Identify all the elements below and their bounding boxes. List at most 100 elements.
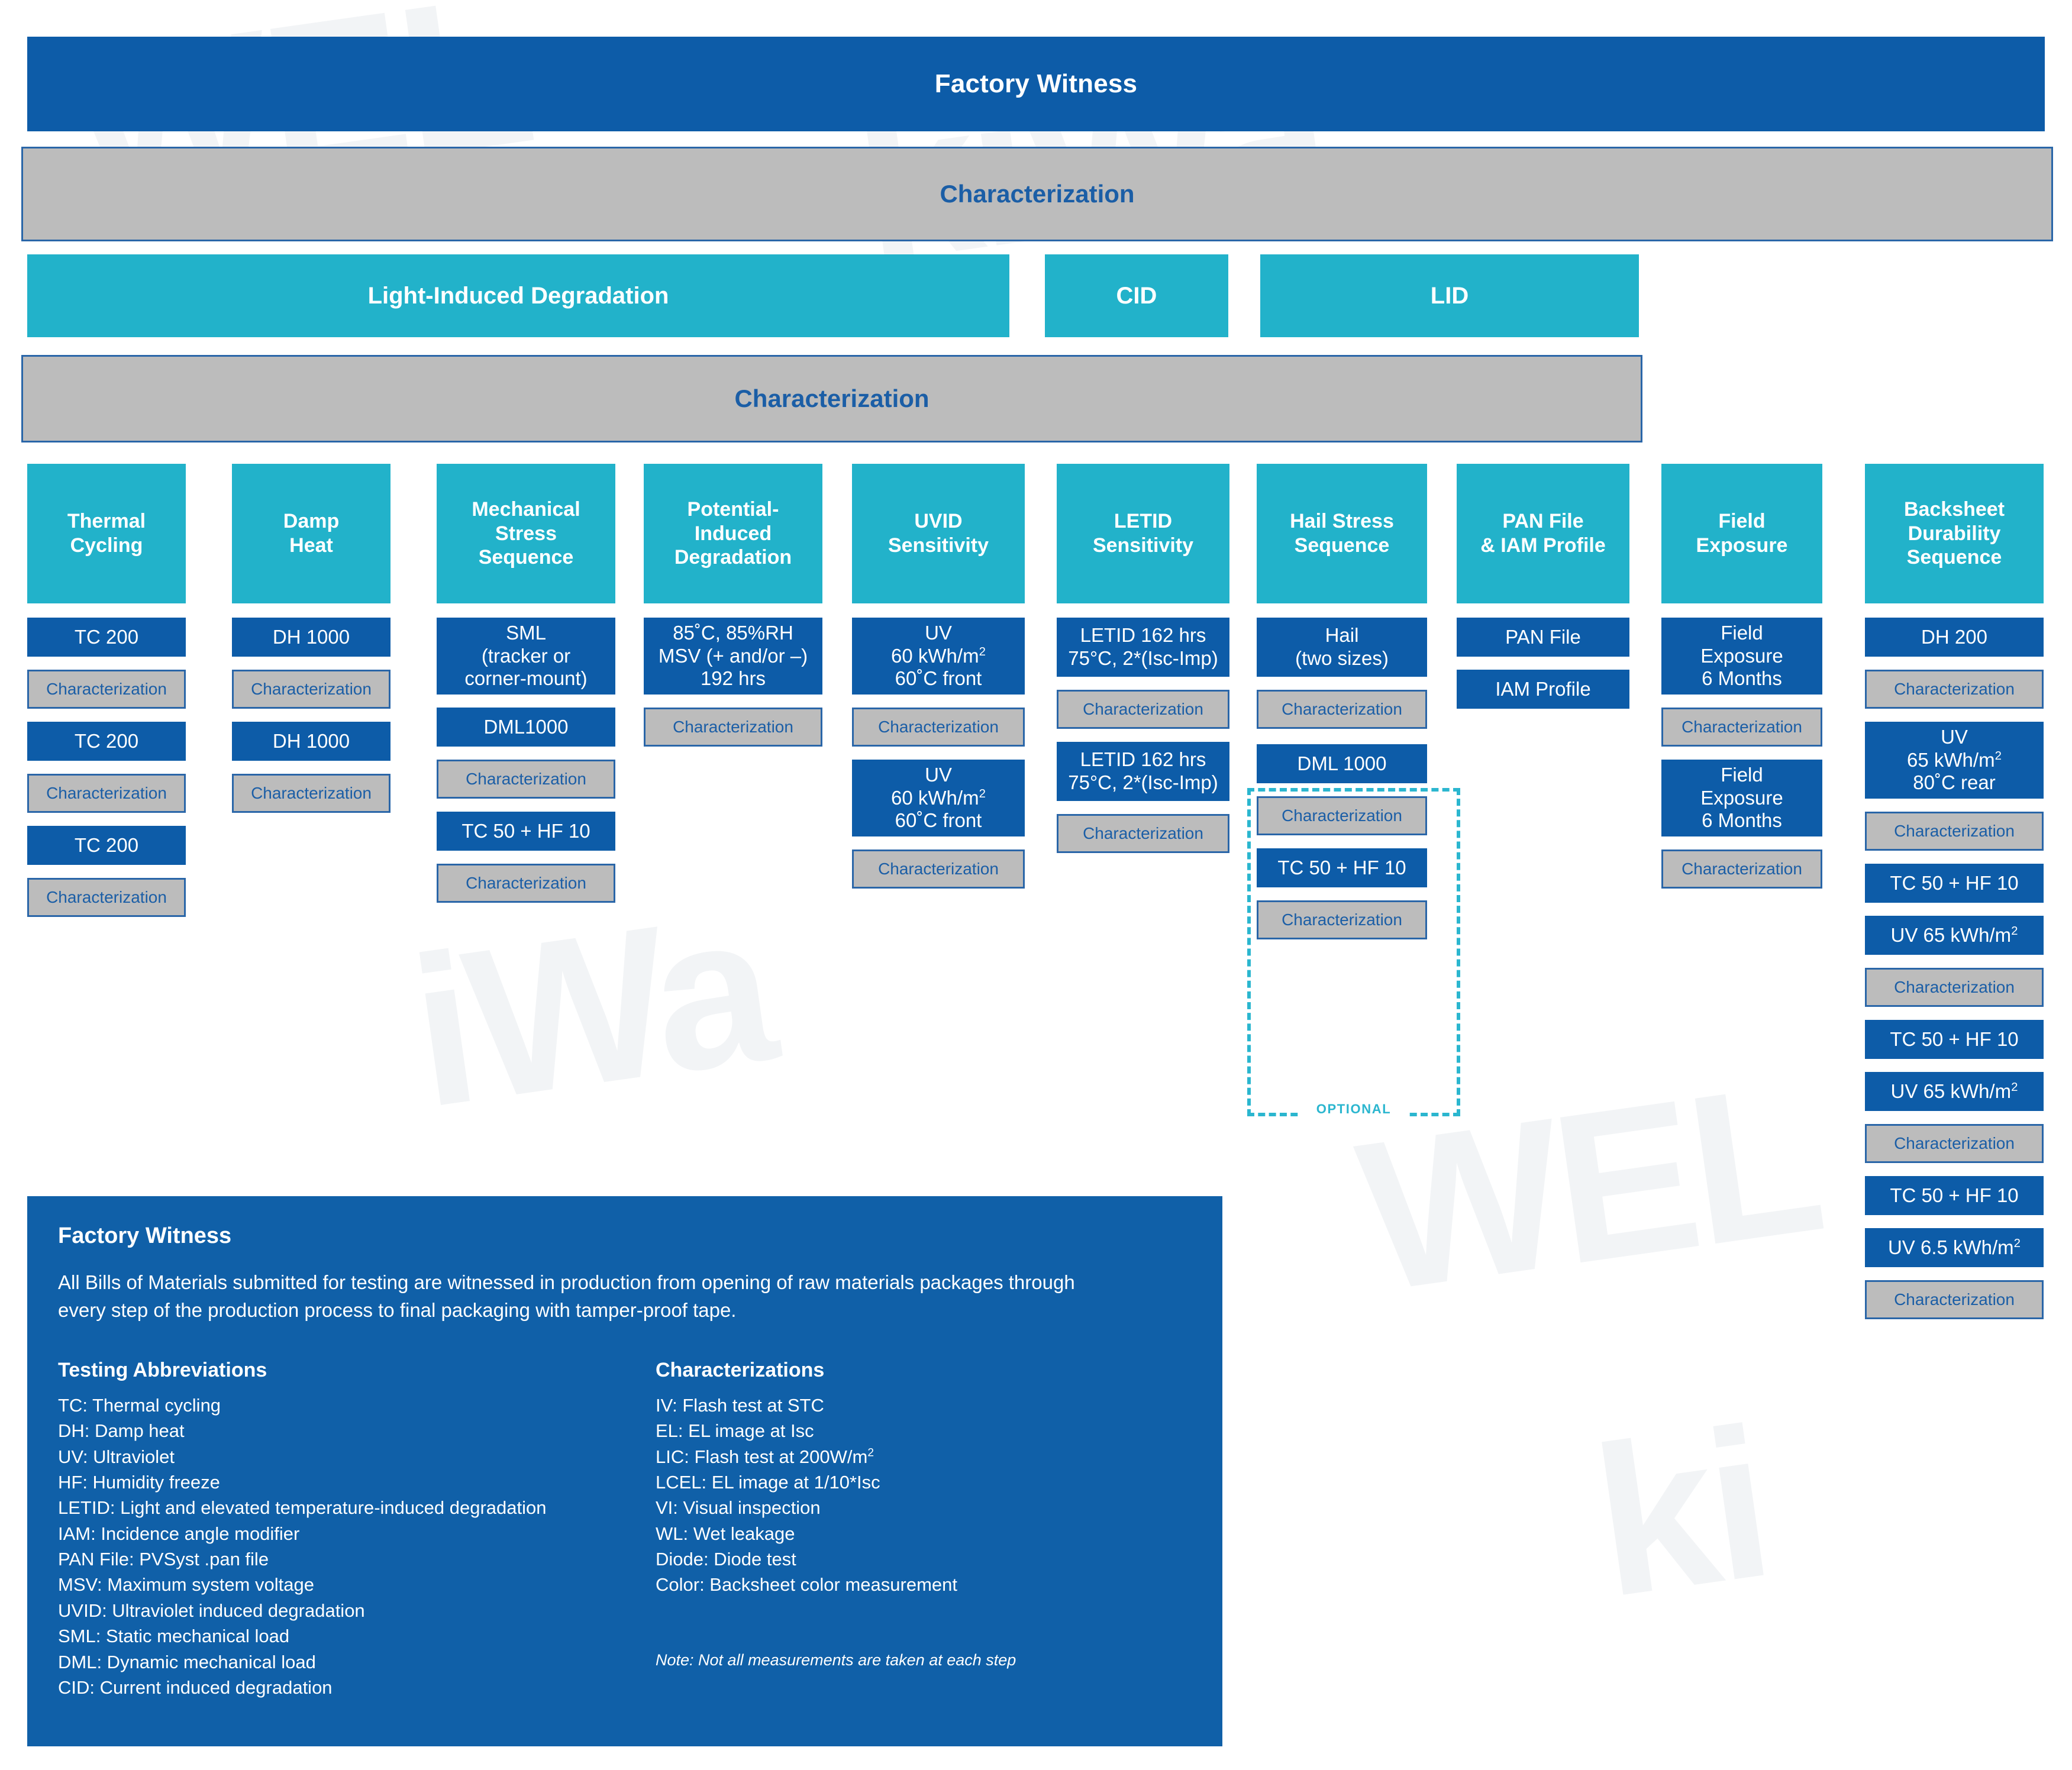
watermark-text: iWa: [399, 867, 782, 1152]
optional-label: OPTIONAL: [1300, 1102, 1407, 1117]
characterization-step[interactable]: Characterization: [27, 774, 186, 813]
characterization-step[interactable]: Characterization: [1865, 812, 2044, 851]
characterization-step[interactable]: Characterization: [232, 670, 390, 709]
legend-abbrev-item: PAN File: PVSyst .pan file: [58, 1549, 269, 1570]
legend-char-item: LIC: Flash test at 200W/m2: [656, 1446, 874, 1467]
test-step[interactable]: TC 50 + HF 10: [1865, 1176, 2044, 1215]
test-step[interactable]: DML1000: [437, 708, 615, 747]
legend-char-heading: Characterizations: [656, 1358, 825, 1381]
legend-char-item: Color: Backsheet color measurement: [656, 1574, 958, 1595]
test-step[interactable]: TC 50 + HF 10: [1865, 1020, 2044, 1059]
test-step[interactable]: UV 65 kWh/m2: [1865, 1072, 2044, 1111]
legend-characterizations-column: Characterizations IV: Flash test at STC E…: [656, 1359, 1188, 1701]
test-step[interactable]: DML 1000: [1257, 744, 1427, 783]
characterization-step[interactable]: Characterization: [1257, 796, 1427, 835]
characterization-step[interactable]: Characterization: [27, 878, 186, 917]
legend-char-item: Diode: Diode test: [656, 1549, 796, 1570]
characterization-step[interactable]: Characterization: [232, 774, 390, 813]
test-step[interactable]: PAN File: [1457, 618, 1629, 657]
legend-note: Note: Not all measurements are taken at …: [656, 1651, 1016, 1669]
characterization-step[interactable]: Characterization: [1057, 814, 1229, 853]
characterization-step[interactable]: Characterization: [437, 760, 615, 799]
optional-group-box: [1247, 788, 1460, 1116]
page-title: Factory Witness: [27, 37, 2045, 131]
test-step[interactable]: IAM Profile: [1457, 670, 1629, 709]
characterization-step[interactable]: Characterization: [1865, 968, 2044, 1007]
legend-char-list: IV: Flash test at STC EL: EL image at Isc…: [656, 1393, 1188, 1598]
characterization-step[interactable]: Characterization: [852, 850, 1025, 889]
test-step[interactable]: TC 50 + HF 10: [1257, 848, 1427, 887]
characterization-step[interactable]: Characterization: [1865, 670, 2044, 709]
characterization-step[interactable]: Characterization: [437, 864, 615, 903]
test-step[interactable]: TC 200: [27, 722, 186, 761]
legend-abbrev-item: UVID: Ultraviolet induced degradation: [58, 1600, 365, 1621]
legend-abbrev-item: DH: Damp heat: [58, 1420, 185, 1442]
legend-char-item: WL: Wet leakage: [656, 1523, 795, 1544]
band-light-induced-degradation[interactable]: Light-Induced Degradation: [27, 254, 1009, 337]
band-lid[interactable]: LID: [1260, 254, 1639, 337]
characterization-step[interactable]: Characterization: [27, 670, 186, 709]
test-step[interactable]: TC 50 + HF 10: [1865, 864, 2044, 903]
legend-abbrev-item: UV: Ultraviolet: [58, 1446, 175, 1467]
test-step[interactable]: TC 50 + HF 10: [437, 812, 615, 851]
characterization-step[interactable]: Characterization: [644, 708, 822, 747]
characterization-step[interactable]: Characterization: [1257, 690, 1427, 729]
test-step[interactable]: TC 200: [27, 826, 186, 865]
column-header[interactable]: PAN File& IAM Profile: [1457, 464, 1629, 603]
characterization-step[interactable]: Characterization: [1865, 1280, 2044, 1319]
characterization-step[interactable]: Characterization: [1865, 1124, 2044, 1163]
legend-abbrev-item: TC: Thermal cycling: [58, 1394, 221, 1416]
characterization-step[interactable]: Characterization: [1057, 690, 1229, 729]
test-step[interactable]: UV 65 kWh/m2: [1865, 916, 2044, 955]
legend-char-item: EL: EL image at Isc: [656, 1420, 814, 1442]
legend-paragraph: All Bills of Materials submitted for tes…: [58, 1271, 1075, 1321]
test-step[interactable]: Hail(two sizes): [1257, 618, 1427, 677]
legend-abbrev-item: LETID: Light and elevated temperature-in…: [58, 1497, 547, 1519]
legend-abbrev-item: MSV: Maximum system voltage: [58, 1574, 314, 1595]
characterization-bar-top: Characterization: [21, 147, 2053, 241]
legend-char-item: IV: Flash test at STC: [656, 1394, 824, 1416]
legend-title: Factory Witness: [58, 1223, 232, 1248]
test-step[interactable]: DH 1000: [232, 722, 390, 761]
test-step[interactable]: TC 200: [27, 618, 186, 657]
legend-abbrev-heading: Testing Abbreviations: [58, 1358, 267, 1381]
characterization-step[interactable]: Characterization: [1661, 708, 1822, 747]
legend-abbreviations-column: Testing Abbreviations TC: Thermal cyclin…: [58, 1359, 656, 1701]
legend-char-item: LCEL: EL image at 1/10*Isc: [656, 1471, 880, 1493]
legend-abbrev-item: SML: Static mechanical load: [58, 1626, 290, 1647]
test-step[interactable]: DH 1000: [232, 618, 390, 657]
characterization-step[interactable]: Characterization: [1257, 900, 1427, 939]
test-step[interactable]: UV 6.5 kWh/m2: [1865, 1228, 2044, 1267]
characterization-step[interactable]: Characterization: [852, 708, 1025, 747]
characterization-step[interactable]: Characterization: [1661, 850, 1822, 889]
legend-abbrev-item: IAM: Incidence angle modifier: [58, 1523, 300, 1544]
band-cid[interactable]: CID: [1045, 254, 1228, 337]
characterization-bar-second: Characterization: [21, 355, 1642, 442]
legend-char-item: VI: Visual inspection: [656, 1497, 821, 1519]
legend-abbrev-item: HF: Humidity freeze: [58, 1471, 220, 1493]
watermark-text: ki: [1582, 1383, 1779, 1642]
legend-abbrev-item: DML: Dynamic mechanical load: [58, 1651, 316, 1672]
legend-panel: Factory Witness All Bills of Materials s…: [27, 1196, 1222, 1746]
test-step[interactable]: DH 200: [1865, 618, 2044, 657]
